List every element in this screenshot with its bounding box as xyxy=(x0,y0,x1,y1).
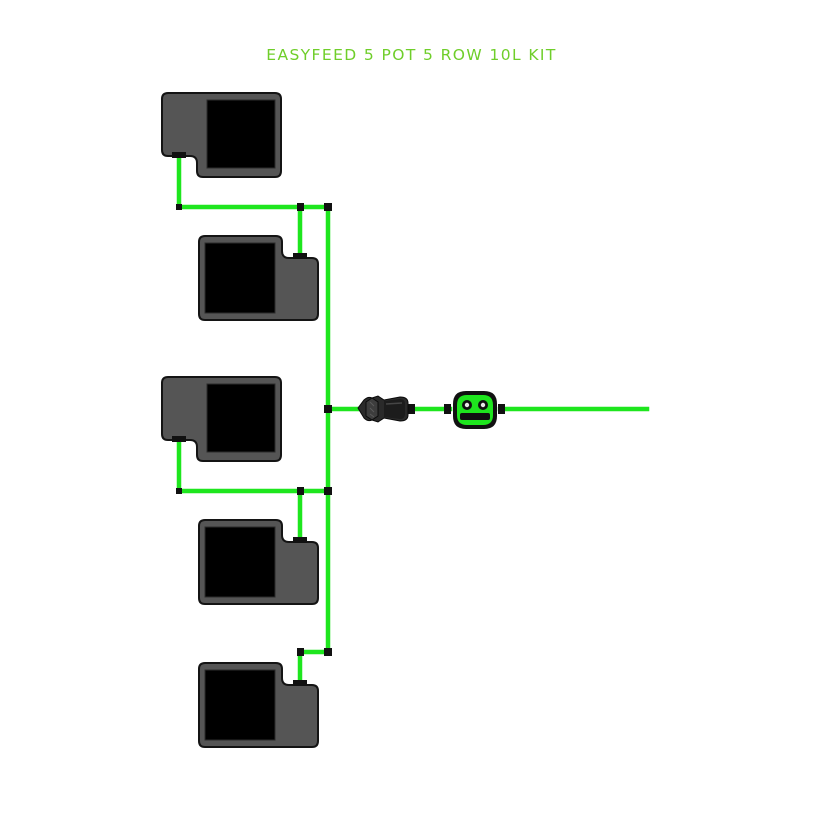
pot-4-reservoir xyxy=(204,526,276,598)
middle-tee-fitting xyxy=(324,405,332,413)
fittings xyxy=(172,152,505,686)
pot-4 xyxy=(198,519,319,605)
pot-3-outlet-fitting xyxy=(172,436,186,442)
pot-4-outlet-fitting xyxy=(293,537,307,543)
pot-2-outlet-fitting xyxy=(293,253,307,259)
pot-3-elbow-fitting xyxy=(176,488,182,494)
bottom-trunk-elbow-fitting xyxy=(324,648,332,656)
bottom-elbow-fitting xyxy=(297,648,304,656)
upper-trunk-elbow-fitting xyxy=(324,203,332,211)
filter-outlet-fitting xyxy=(408,404,415,414)
pot-3 xyxy=(161,376,282,462)
pot-1-elbow-fitting xyxy=(176,204,182,210)
pot-1 xyxy=(161,92,282,178)
pot-5-outlet-fitting xyxy=(293,680,307,686)
pot-1-reservoir xyxy=(206,99,276,169)
pot-2-reservoir xyxy=(204,242,276,314)
filter-icon xyxy=(357,395,409,423)
valve-icon xyxy=(453,391,497,429)
lower-trunk-tee-fitting xyxy=(324,487,332,495)
pot-1-outlet-fitting xyxy=(172,152,186,158)
pot-3-reservoir xyxy=(206,383,276,453)
lower-tee-fitting xyxy=(297,487,304,495)
pot-2 xyxy=(198,235,319,321)
upper-tee-fitting xyxy=(297,203,304,211)
valve-inlet-fitting xyxy=(444,404,451,414)
pot-5 xyxy=(198,662,319,748)
tubing xyxy=(176,153,650,687)
diagram-title: EASYFEED 5 POT 5 ROW 10L KIT xyxy=(266,46,557,64)
valve-outlet-fitting xyxy=(498,404,505,414)
pot-5-reservoir xyxy=(204,669,276,741)
